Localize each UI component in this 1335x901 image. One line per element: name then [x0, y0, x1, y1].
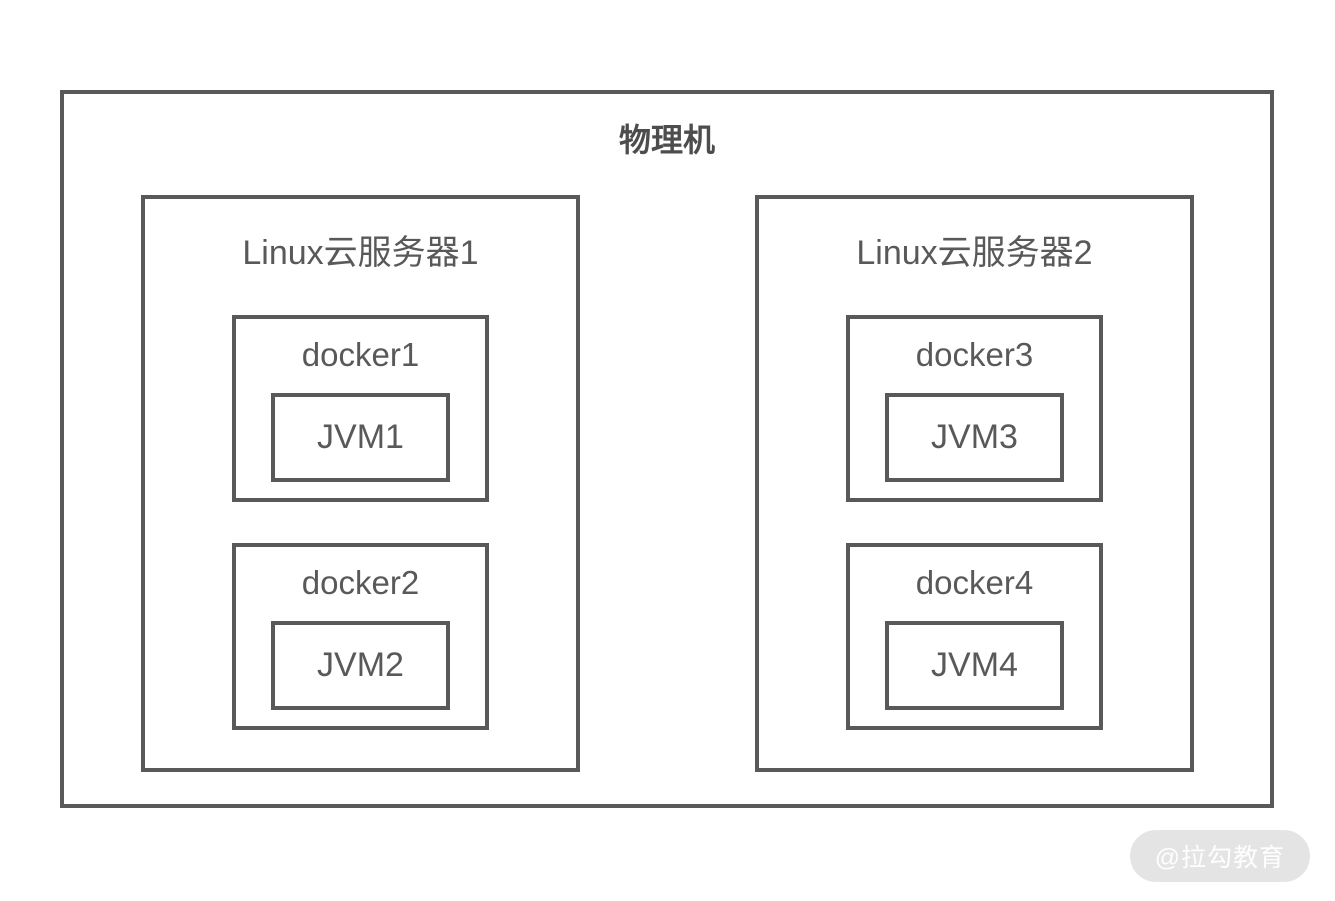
- jvm-box-3: JVM3: [885, 393, 1064, 482]
- jvm-box-2: JVM2: [271, 621, 450, 710]
- jvm-4-label: JVM4: [931, 646, 1018, 684]
- docker-3-label: docker3: [915, 336, 1034, 373]
- server-box-2: Linux云服务器2 docker3 JVM3 docker4 JVM4: [755, 195, 1194, 772]
- jvm-box-1: JVM1: [271, 393, 450, 482]
- jvm-1-label: JVM1: [317, 418, 404, 456]
- physical-machine-box: 物理机 Linux云服务器1 docker1 JVM1 docker2 JVM2…: [60, 90, 1274, 808]
- server-box-1: Linux云服务器1 docker1 JVM1 docker2 JVM2: [141, 195, 580, 772]
- watermark-badge: @拉勾教育: [1130, 830, 1310, 882]
- jvm-3-label: JVM3: [931, 418, 1018, 456]
- jvm-2-label: JVM2: [317, 646, 404, 684]
- docker-4-label: docker4: [915, 564, 1034, 601]
- docker-box-1: docker1 JVM1: [232, 315, 489, 502]
- docker-2-label: docker2: [301, 564, 420, 601]
- docker-box-4: docker4 JVM4: [846, 543, 1103, 730]
- jvm-box-4: JVM4: [885, 621, 1064, 710]
- docker-1-label: docker1: [301, 336, 420, 373]
- server-2-label: Linux云服务器2: [856, 234, 1093, 272]
- docker-box-2: docker2 JVM2: [232, 543, 489, 730]
- server-1-label: Linux云服务器1: [242, 234, 479, 272]
- docker-box-3: docker3 JVM3: [846, 315, 1103, 502]
- physical-machine-label: 物理机: [618, 122, 715, 158]
